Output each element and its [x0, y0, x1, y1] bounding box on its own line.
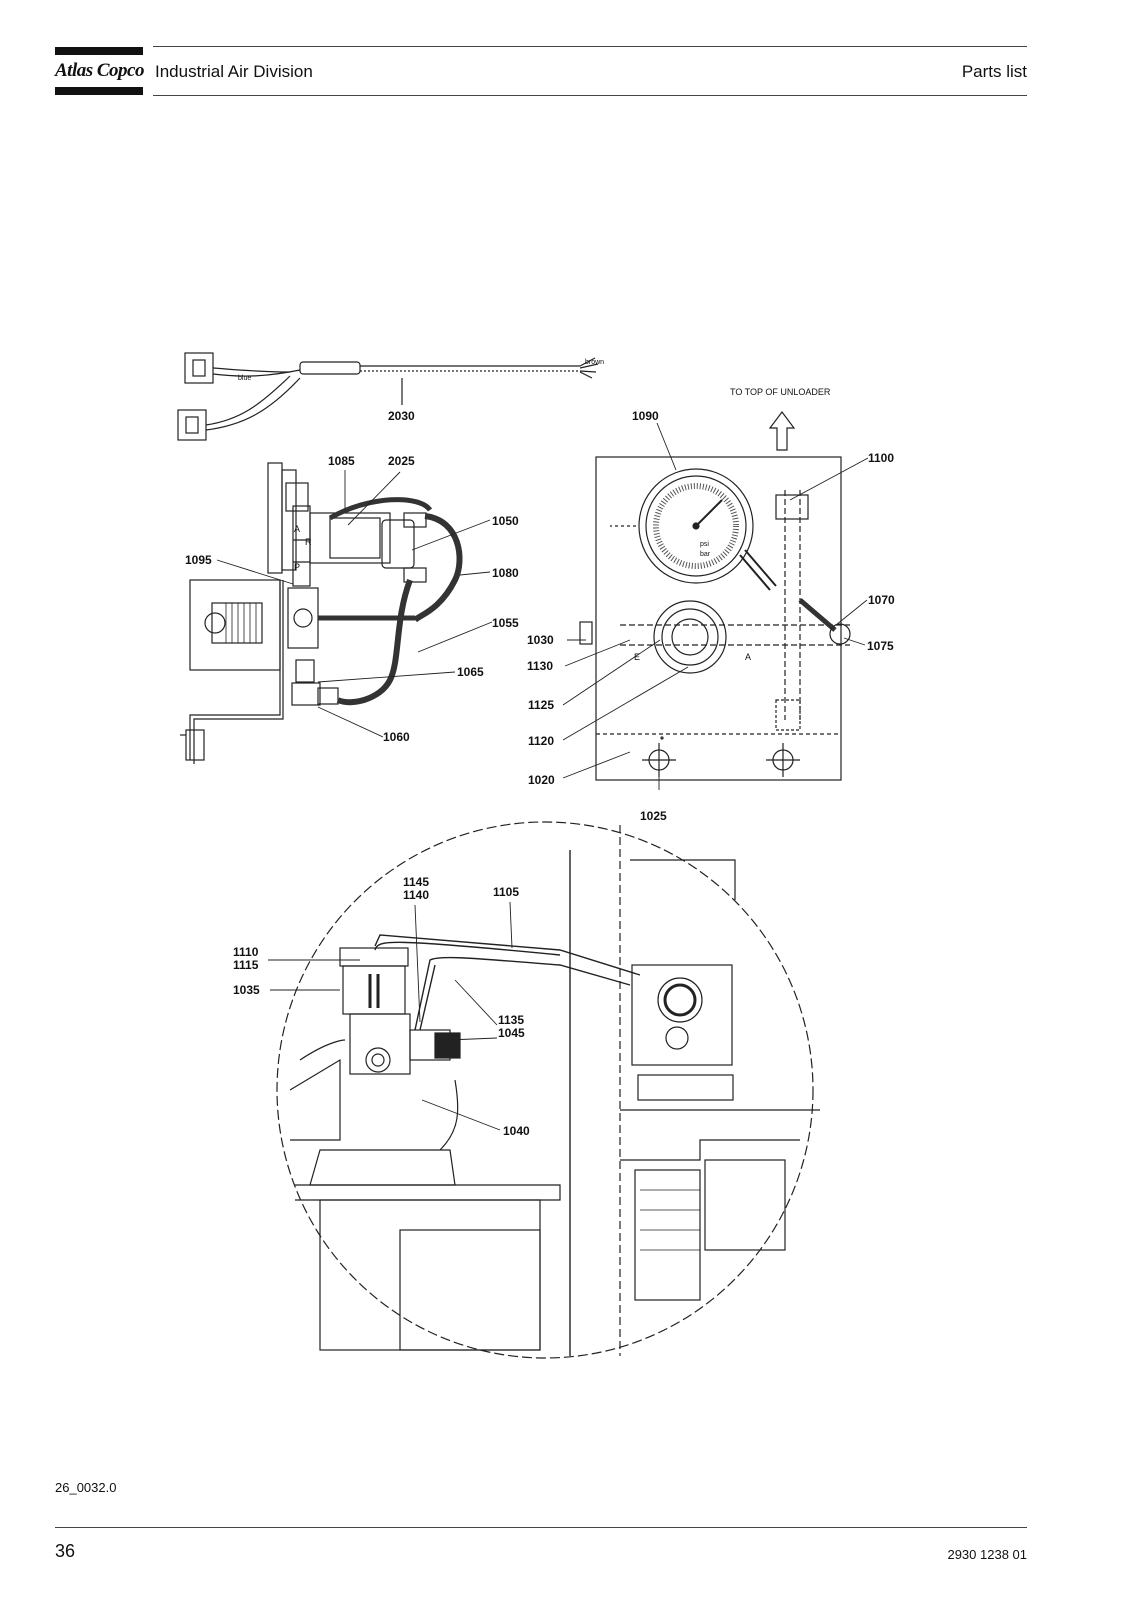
part-1025: 1025 — [640, 809, 667, 823]
leader-lines — [216, 422, 869, 1131]
top-note: TO TOP OF UNLOADER — [730, 387, 831, 397]
gauge-panel — [579, 411, 851, 781]
part-1050: 1050 — [492, 514, 519, 528]
footer-rule — [55, 1527, 1027, 1528]
port-r: R — [305, 537, 312, 547]
part-1045: 1045 — [498, 1026, 525, 1040]
document-number: 2930 1238 01 — [947, 1547, 1027, 1562]
part-1145: 1145 — [403, 875, 429, 889]
part-1120: 1120 — [528, 734, 554, 748]
part-1035: 1035 — [233, 983, 260, 997]
gauge-unit-psi: psi — [700, 541, 709, 548]
part-1070: 1070 — [868, 593, 895, 607]
part-1140: 1140 — [403, 888, 429, 902]
port-a: A — [294, 524, 300, 534]
part-2025: 2025 — [388, 454, 415, 468]
part-1085: 1085 — [328, 454, 355, 468]
part-1115: 1115 — [233, 958, 259, 972]
part-1110: 1110 — [233, 945, 259, 959]
part-1100: 1100 — [868, 451, 894, 465]
part-1065: 1065 — [457, 665, 484, 679]
part-1135: 1135 — [498, 1013, 524, 1027]
hose-lines — [318, 497, 463, 706]
logo-bar-bottom — [55, 87, 143, 95]
part-2030: 2030 — [388, 409, 415, 423]
part-1105: 1105 — [493, 885, 519, 899]
brand-logo: Atlas Copco — [55, 60, 144, 81]
header-rule-bottom — [153, 95, 1027, 96]
division-title: Industrial Air Division — [155, 62, 313, 81]
port-e: E — [634, 652, 640, 662]
drawing-reference: 26_0032.0 — [55, 1480, 117, 1495]
section-title: Parts list — [961, 62, 1027, 81]
part-1060: 1060 — [383, 730, 410, 744]
part-1090: 1090 — [632, 409, 659, 423]
logo-bar-top — [55, 47, 143, 55]
part-1130: 1130 — [527, 659, 553, 673]
wire-tag-brown: brown — [585, 359, 604, 366]
port-a-right: A — [745, 652, 751, 662]
port-p: P — [294, 562, 300, 572]
wire-tag-blue: blue — [238, 375, 251, 382]
cable-harness — [177, 352, 599, 441]
gauge-unit-bar: bar — [700, 551, 711, 558]
detail-view — [276, 821, 820, 1359]
part-1030: 1030 — [527, 633, 554, 647]
part-1080: 1080 — [492, 566, 519, 580]
page-number: 36 — [55, 1541, 76, 1561]
part-1040: 1040 — [503, 1124, 530, 1138]
part-1055: 1055 — [492, 616, 519, 630]
part-1075: 1075 — [867, 639, 894, 653]
part-1095: 1095 — [185, 553, 212, 567]
valve-side-view — [180, 462, 427, 764]
part-1125: 1125 — [528, 698, 554, 712]
header-rule-top — [153, 46, 1027, 47]
part-1020: 1020 — [528, 773, 555, 787]
